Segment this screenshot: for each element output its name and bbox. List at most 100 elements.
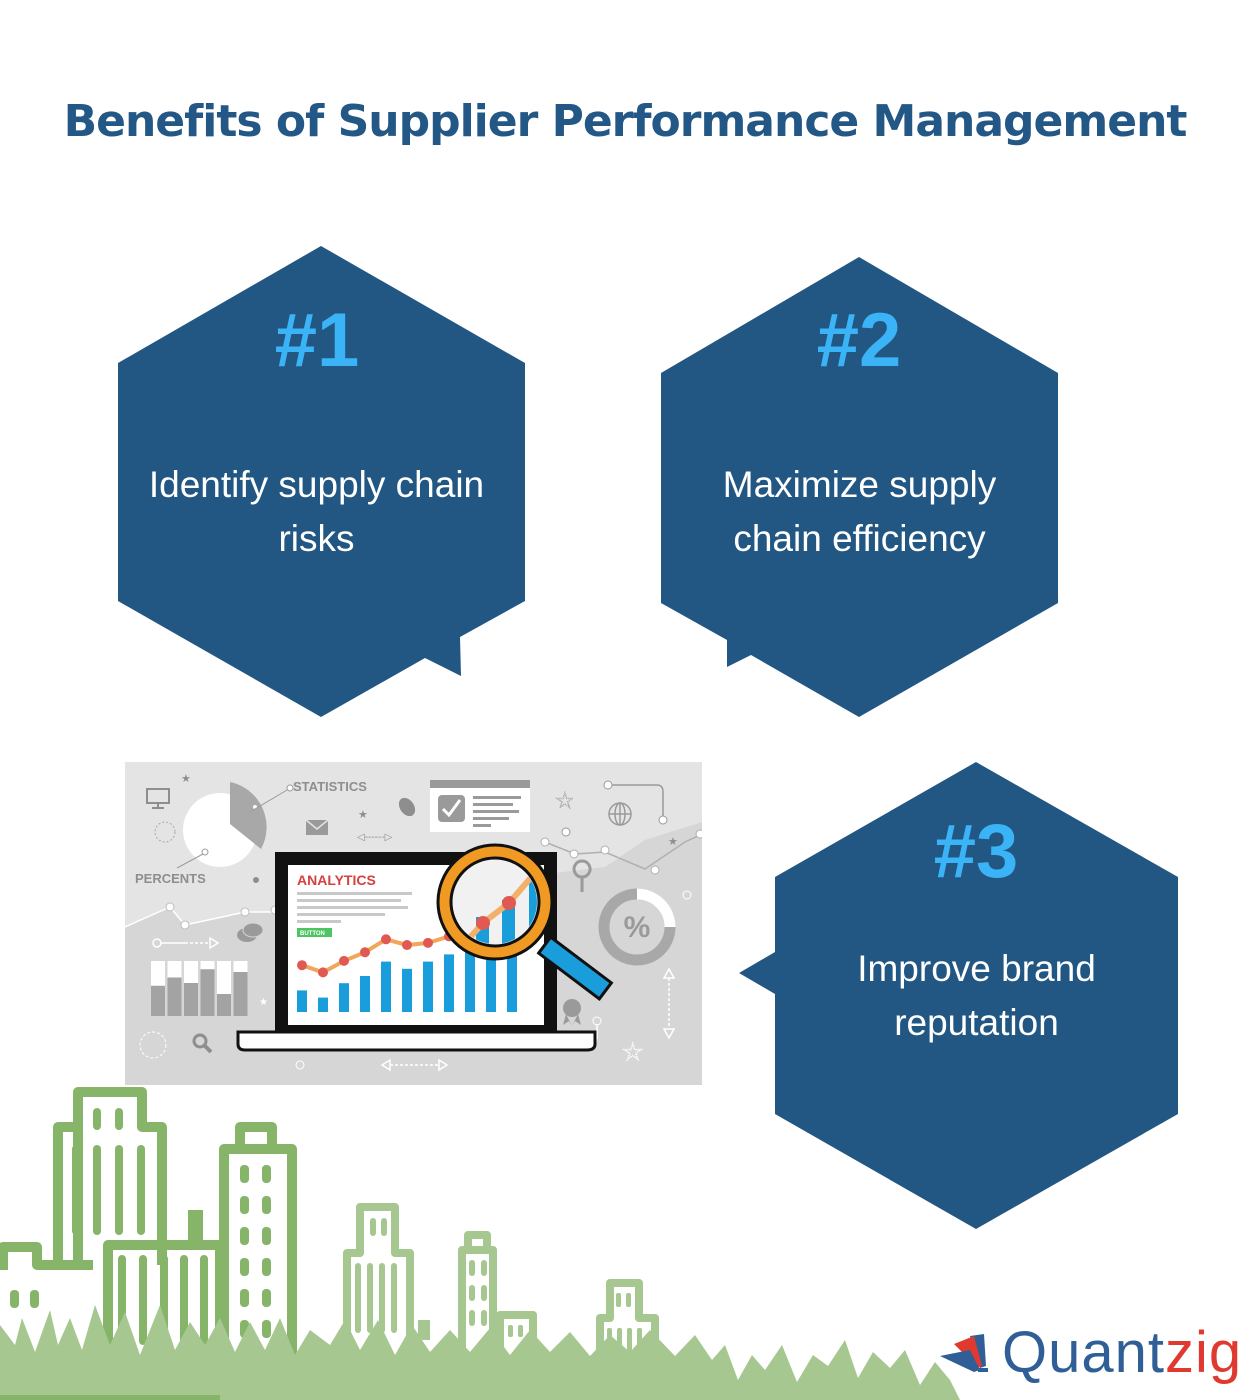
hexagon-1-shape [118,246,525,717]
screen-chart-bar [339,983,349,1012]
screen-chart-point [318,967,328,978]
screen-chart-point [381,934,391,945]
star-icon-3: ★ [668,836,678,848]
magnifier-handle [536,935,614,1001]
ground-strip [0,1395,220,1400]
dashed-circle-icon [154,821,176,843]
benefit-3-line1: Improve brand [857,948,1096,989]
hexagon-3-shape [739,762,1178,1229]
percents-leader-line [176,853,204,869]
city-skyline-illustration [0,1087,960,1400]
percents-label: PERCENTS [135,871,206,886]
connector-dot-4 [592,1016,602,1026]
stacked-bar-fill [151,985,165,1016]
checklist-card-icon [430,780,530,832]
screen-chart-bar [486,947,496,1012]
text-placeholder-line [297,899,401,902]
stacked-bar-icon [151,961,248,1016]
skyline-buildings-dark [0,1087,297,1360]
screen-chart-bar [507,925,517,1012]
benefit-2-line1: Maximize supply [722,464,997,505]
small-ring-icon-2 [682,890,692,900]
screen-chart-point [402,940,412,951]
percent-donut-icon: % [598,888,676,966]
screen-chart-bar [465,947,475,1012]
outline-star-icon-2: ☆ [622,1039,644,1066]
screen-chart-point [339,955,349,966]
vertical-double-arrow-icon [662,967,676,1040]
star-icon-4: ★ [259,997,268,1008]
benefit-3-line2: reputation [894,1002,1059,1043]
benefit-1-line1: Identify supply chain [148,464,485,505]
skyline-windows-dark [10,1108,271,1345]
pie-chart-icon [183,782,267,867]
connector-dot-2 [658,815,668,825]
horizontal-double-arrow-icon [152,936,220,950]
small-ring-icon-3 [295,1060,305,1070]
benefit-3-number: #3 [933,809,1019,894]
location-pin-icon [572,859,592,893]
envelope-icon [305,819,329,835]
trend-dots-right [540,829,702,875]
screen-chart-bar [381,961,391,1012]
small-ring-icon [561,827,571,837]
page-title: Benefits of Supplier Performance Managem… [63,96,1188,147]
percent-symbol: % [624,911,651,944]
screen-chart-bar [444,954,454,1012]
benefit-3-text: Improve brand reputation [775,942,1178,1050]
mouse-icon [398,797,416,817]
stacked-bar-fill [167,977,182,1016]
percents-leader-dot [201,848,209,856]
screen-chart-point [423,937,433,948]
statistics-leader-dot [286,784,294,792]
benefit-1-number: #1 [274,298,360,383]
logo-text-quant: Quant [1002,1320,1165,1385]
outline-star-icon: ☆ [555,788,575,813]
benefit-2-number: #2 [816,298,902,383]
badge-icon [563,999,581,1026]
dot-icon [253,877,259,883]
horizontal-arrow-icon [380,1058,449,1072]
quantzig-logo: Quantzig [940,1318,1250,1388]
stacked-bar-fill [233,972,248,1016]
screen-chart-bar [297,990,307,1012]
star-icon-2: ★ [358,809,368,821]
screen-button-label: BUTTON [300,931,325,937]
globe-icon [608,802,632,826]
logo-text-zig: zig [1165,1320,1243,1385]
benefit-1-text: Identify supply chain risks [118,458,515,566]
text-placeholder-line [297,906,408,909]
statistics-label: STATISTICS [293,779,367,794]
text-placeholder-line [297,913,385,916]
laptop-base [236,1030,597,1052]
logo-wordmark: Quantzig [1002,1318,1242,1388]
hexagon-2-shape [661,257,1058,717]
star-icon: ★ [181,773,191,785]
screen-chart-point [297,960,307,971]
connector-dot-1 [603,780,613,790]
analytics-label: ANALYTICS [297,872,376,888]
stacked-bar-fill [184,983,198,1016]
screen-chart-bar [318,997,328,1012]
dashed-circle-icon-2 [139,1031,167,1059]
connector-line [610,784,664,817]
benefit-2-line2: chain efficiency [733,518,986,559]
logo-mark-icon [940,1334,988,1372]
analytics-illustration: STATISTICS PERCENTS ★ ★ ◁------▷ ☆ ★ [125,762,702,1085]
screen-chart-bar [360,976,370,1012]
screen-chart-bar [423,961,433,1012]
monitor-icon [146,788,170,809]
magnifier-lens [449,856,541,948]
benefit-2-text: Maximize supply chain efficiency [661,458,1058,566]
stacked-bar-fill [217,994,231,1016]
statistics-leader-line [249,789,288,813]
benefit-1-line2: risks [278,518,355,559]
text-placeholder-line [297,892,412,895]
screen-button [297,928,332,937]
screen-chart-bar [402,968,412,1012]
magnifier-small-icon [192,1033,213,1054]
grass-layer [0,1305,960,1400]
chat-bubbles-icon [237,922,264,942]
stacked-bar-fill [200,969,215,1016]
double-arrow-icon: ◁------▷ [357,832,393,843]
